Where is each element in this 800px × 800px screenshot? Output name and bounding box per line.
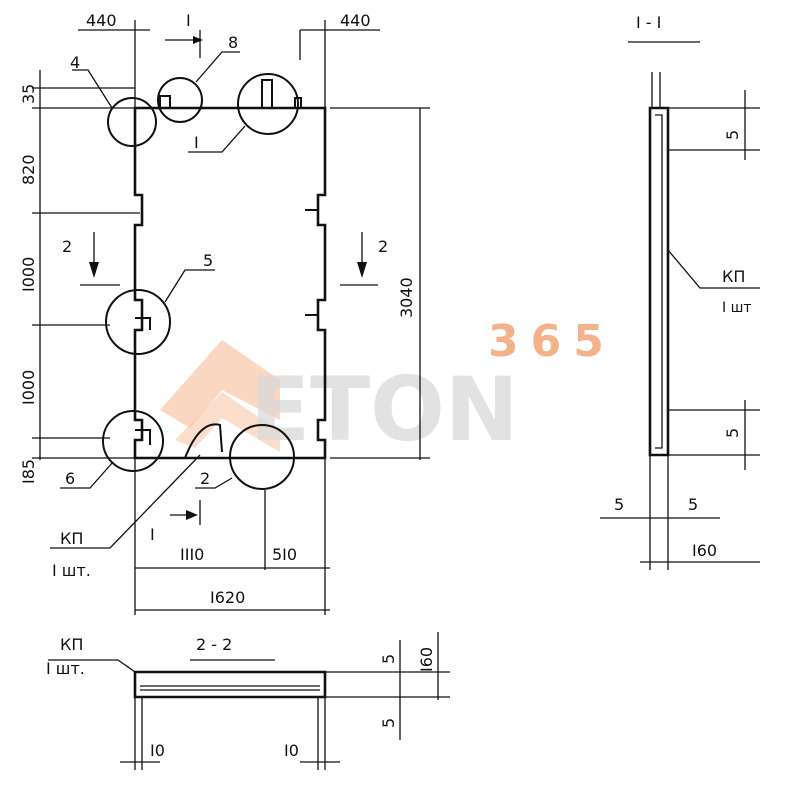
notch-left-mid [135,317,151,330]
section-1-top-mark [165,30,201,58]
section-2-2-slab [133,670,327,699]
callout-circle-2 [229,424,295,490]
kp-embedded-part [184,423,223,459]
callout-1-label: I [194,133,199,152]
leader-1 [188,125,246,153]
side-kp-qty: I шт [722,300,752,316]
sec2-kp-qty: I шт. [46,659,85,678]
dim-bottom-1620: I620 [210,588,245,607]
callout-6-label: 6 [65,469,75,488]
sec2-kp-label: КП [60,635,83,654]
side-dim-5-left: 5 [614,495,624,514]
side-dim-5-bottom: 5 [723,428,742,438]
plan-dimensions [32,20,430,615]
callout-circle-5 [105,289,171,355]
section-1-bottom-label: I [150,525,155,544]
section-2-left-mark [80,232,120,286]
watermark-word: ETON [250,358,519,461]
watermark: 365 ETON [160,316,616,461]
side-dim-5-top: 5 [723,130,742,140]
dim-bottom-510: 5I0 [272,545,297,564]
leader-6 [60,461,114,489]
dim-left-ticks [32,87,140,459]
dim-left-185: I85 [19,459,38,484]
lifting-loop-right [261,79,273,108]
section-2-2: 2 - 2 КП I шт. I0 I0 5 I60 5 [46,632,450,770]
dim-left-35: 35 [19,84,38,104]
section-2-2-legs [134,697,326,770]
watermark-number: 365 [488,316,616,367]
side-dim-160: I60 [692,541,717,560]
notch-left-bottom [135,429,151,445]
dim-top-left-line [78,20,150,108]
dim-bottom-lines [134,458,330,615]
dim-top-right: 440 [340,11,371,30]
dim-top-left: 440 [86,11,117,30]
section-2-left-label: 2 [62,237,72,256]
section-2-2-dim-right [325,632,450,740]
sec2-dim-10-right: I0 [284,741,299,760]
callout-circle-6 [102,410,164,472]
callout-8-label: 8 [228,33,238,52]
section-1-1-panel [648,106,670,457]
section-1-1-dim-horiz [600,455,760,570]
callout-circle-1 [237,73,299,135]
section-1-1: I - I 5 5 5 5 I60 КП I шт [600,13,760,570]
lifting-loop-left [159,95,171,108]
callout-circle-4 [107,97,157,147]
callout-4-label: 4 [70,53,80,72]
dim-right-3040 [330,107,430,460]
kp-qty-label: I шт. [52,561,91,580]
section-2-2-title: 2 - 2 [196,635,232,654]
dim-right-3040: 3040 [397,277,416,318]
watermark-logo-icon [160,340,280,452]
section-1-bottom-mark [170,500,201,525]
callout-2-label: 2 [200,469,210,488]
sec2-dim-10-left: I0 [150,741,165,760]
plan-text: 440 I 440 4 8 I 5 6 2 2 2 I КП I шт. 35 … [19,11,416,607]
dim-left-820: 820 [19,154,38,185]
side-dim-5-right: 5 [688,495,698,514]
section-2-right-label: 2 [378,237,388,256]
sec2-dim-5-top: 5 [379,654,398,664]
side-kp-label: КП [722,267,745,286]
section-1-1-loop [651,72,661,108]
kp-label: КП [60,529,83,548]
dim-left-1000-b: I000 [19,370,38,405]
section-1-top-label: I [186,11,191,30]
leader-5 [164,269,215,303]
callout-circle-8 [157,77,203,123]
leader-8 [195,51,240,83]
section-1-1-dim-top [668,90,760,160]
plan-view [50,51,327,549]
section-2-right-mark [340,232,378,286]
section-1-1-title: I - I [636,13,661,32]
callout-5-label: 5 [203,251,213,270]
sec2-dim-160: I60 [417,647,436,672]
leader-2 [195,477,233,489]
section-1-1-dim-bottom [668,400,760,470]
leader-4 [72,69,113,109]
section-2-2-rebar [140,685,320,691]
dim-left-1000-a: I000 [19,257,38,292]
dim-top-right-line [299,20,380,108]
section-1-1-leader-kp [667,249,760,289]
dim-bottom-1110: III0 [180,545,204,564]
sec2-dim-5-bottom: 5 [379,718,398,728]
leader-kp [50,454,201,549]
section-2-2-leader-kp [48,659,136,673]
section-1-1-rebar [655,114,663,449]
